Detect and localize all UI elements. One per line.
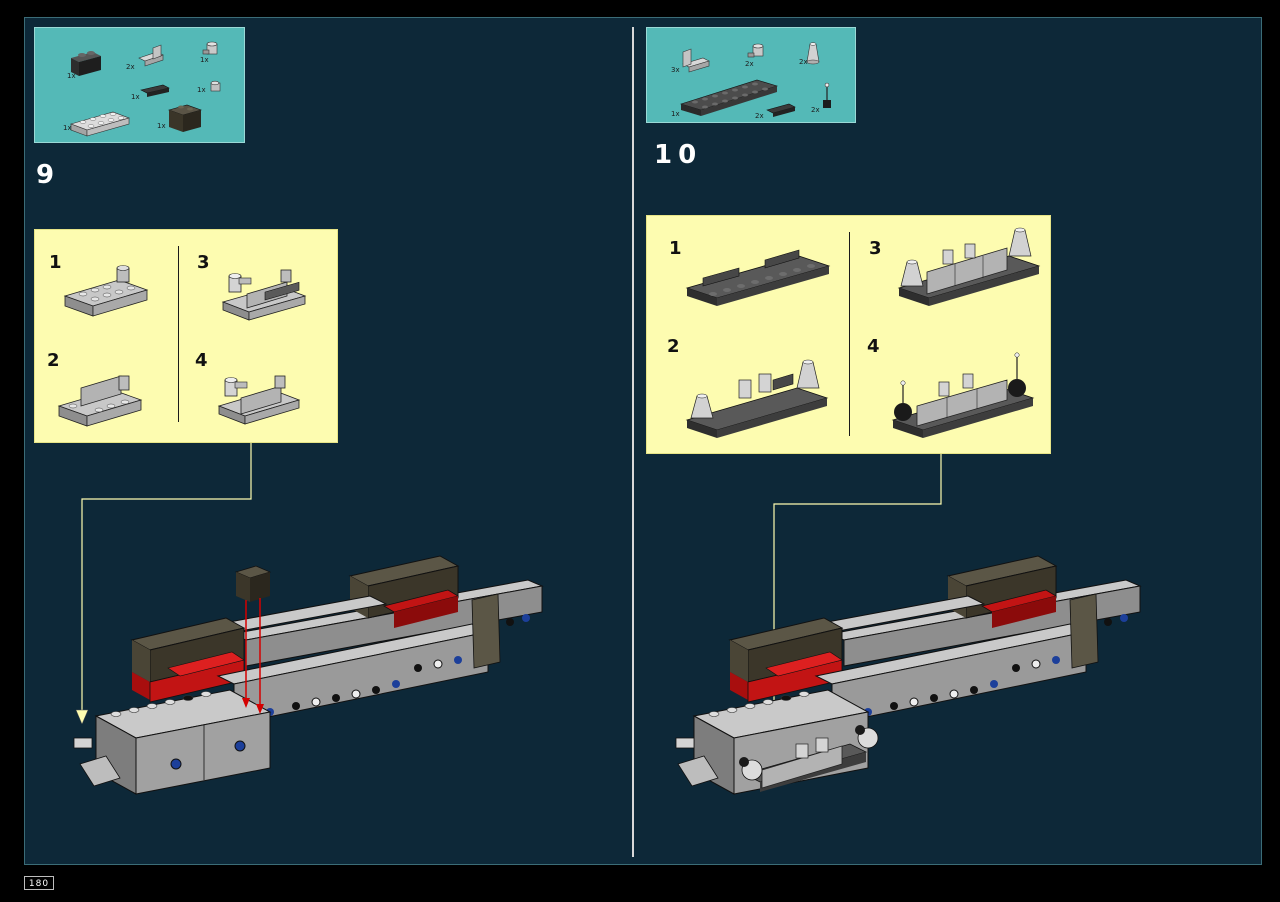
substep-3-model [221,269,307,321]
substep-2-model [685,359,829,438]
substep-4-model [217,375,301,425]
substep-number: 1 [669,238,682,259]
part-qty: 1x [671,110,680,118]
step-9-model [73,555,544,795]
page-number: 180 [24,876,54,890]
part-qty: 1x [131,93,140,101]
substep-number: 1 [49,252,62,273]
substep-number: 2 [47,350,60,371]
part-qty: 1x [63,124,72,132]
page-divider [632,27,634,857]
part-qty: 2x [755,112,764,120]
sub-assembly-callout: 1 2 3 4 [34,229,338,443]
part-qty: 1x [67,72,76,80]
part-qty: 1x [157,122,166,130]
parts-list-step-10: 3x 2x 2x 1x 2x 2x [646,27,856,123]
light-bracket-icon [138,44,164,67]
part-qty: 2x [745,60,754,68]
step-number: 9 [36,160,61,190]
dark-tile-icon [766,103,796,117]
substep-4-model [891,352,1035,438]
part-qty: 2x [799,58,808,66]
small-clip-icon [210,80,221,92]
part-qty: 2x [126,63,135,71]
substep-number: 4 [867,336,880,357]
substep-1-model [685,249,831,306]
dark-brick-2x2-icon [168,104,202,132]
cone-icon [806,42,820,65]
part-qty: 3x [671,66,680,74]
part-qty: 1x [197,86,206,94]
substep-number: 3 [197,252,210,273]
light-bracket-icon [682,48,710,73]
light-plate-2x4-icon [70,111,130,137]
parts-list-step-9: 1x 2x 1x 1x 1x 1x 1x [34,27,245,143]
antenna-icon [823,82,831,108]
substep-number: 3 [869,238,882,259]
dark-tile-icon [140,84,170,97]
substep-3-model [897,227,1041,306]
part-qty: 1x [200,56,209,64]
substep-number: 2 [667,336,680,357]
dark-brick-1x2-icon [71,51,101,76]
callout-arrowhead [75,709,89,725]
sub-assembly-callout: 1 2 3 4 [646,215,1051,454]
callout-leader-line [773,454,942,732]
step-number: 10 [654,140,703,170]
substep-1-model [63,265,149,317]
substep-2-model [57,375,143,427]
light-clip-icon [747,43,764,58]
callout-leader-line [81,443,252,712]
substep-number: 4 [195,350,208,371]
dark-plate-2x8-icon [679,79,779,116]
part-qty: 2x [811,106,820,114]
step-10-model [675,555,1142,795]
light-clip-icon [202,41,218,55]
